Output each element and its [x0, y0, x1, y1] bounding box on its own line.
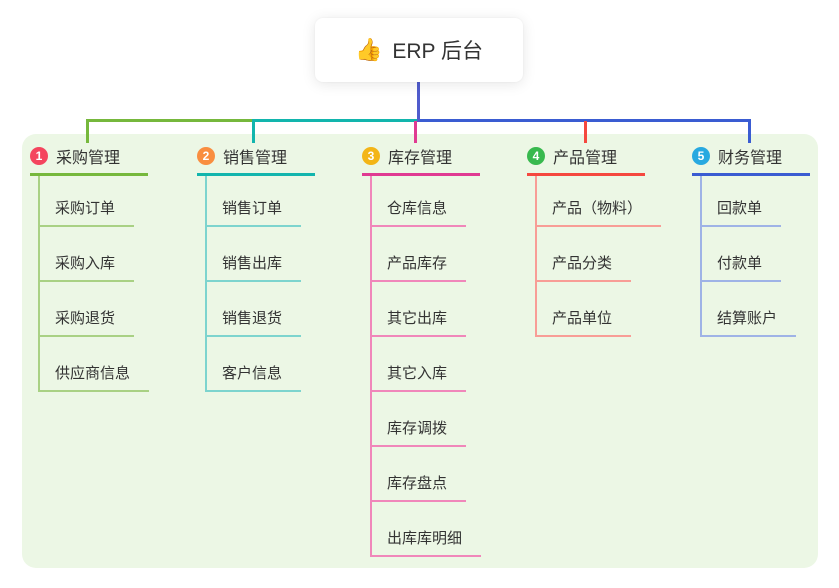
root-node-label: ERP 后台 [392, 40, 484, 63]
branch-children: 产品（物料） 产品分类 产品单位 [527, 176, 662, 337]
child-node: 产品库存 [370, 227, 480, 282]
child-node: 客户信息 [205, 337, 315, 392]
child-label[interactable]: 销售退货 [205, 307, 302, 337]
branch-column-purchase: 1 采购管理 采购订单 采购入库 采购退货 供应商信息 [30, 144, 150, 392]
child-node: 销售订单 [205, 176, 315, 227]
child-node: 产品（物料） [535, 176, 662, 227]
child-label[interactable]: 产品（物料） [535, 197, 662, 227]
child-node: 出库库明细 [370, 502, 482, 557]
branch-children: 回款单 付款单 结算账户 [692, 176, 810, 337]
child-node: 销售出库 [205, 227, 315, 282]
child-node: 库存调拨 [370, 392, 480, 447]
branch-number-badge: 1 [30, 147, 48, 165]
branch-children: 仓库信息 产品库存 其它出库 其它入库 库存调拨 库存盘点 出库库明细 [362, 176, 482, 557]
child-node: 库存盘点 [370, 447, 480, 502]
child-label[interactable]: 结算账户 [700, 307, 797, 337]
connector-branch5-stub [748, 121, 751, 143]
branch-column-inventory: 3 库存管理 仓库信息 产品库存 其它出库 其它入库 库存调拨 库存盘点 出库库… [362, 144, 482, 557]
child-label[interactable]: 采购退货 [38, 307, 135, 337]
branch-header-finance[interactable]: 5 财务管理 [692, 144, 810, 176]
child-label[interactable]: 回款单 [700, 197, 782, 227]
child-node: 采购订单 [38, 176, 148, 227]
connector-branch3-stub [414, 121, 417, 143]
child-label[interactable]: 库存盘点 [370, 472, 467, 502]
branch-number-badge: 3 [362, 147, 380, 165]
root-node[interactable]: 👍 ERP 后台 [315, 18, 523, 82]
child-node: 其它入库 [370, 337, 480, 392]
child-label[interactable]: 其它出库 [370, 307, 467, 337]
mindmap-panel [22, 134, 818, 568]
child-label[interactable]: 采购入库 [38, 252, 135, 282]
child-node: 结算账户 [700, 282, 810, 337]
connector-branch2-horizontal [252, 119, 420, 122]
branch-label: 采购管理 [56, 150, 121, 167]
child-node: 供应商信息 [38, 337, 150, 392]
child-label[interactable]: 其它入库 [370, 362, 467, 392]
child-label[interactable]: 库存调拨 [370, 417, 467, 447]
branch-label: 销售管理 [223, 150, 288, 167]
branch-label: 财务管理 [718, 150, 783, 167]
branch-number-badge: 4 [527, 147, 545, 165]
connector-branch1-stub [86, 121, 89, 143]
connector-branch4-stub [584, 121, 587, 143]
connector-branch2-stub [252, 121, 255, 143]
branch-label: 产品管理 [553, 150, 618, 167]
child-node: 产品分类 [535, 227, 645, 282]
connector-branch5-horizontal [417, 119, 751, 122]
child-label[interactable]: 销售订单 [205, 197, 302, 227]
child-label[interactable]: 付款单 [700, 252, 782, 282]
branch-number-badge: 2 [197, 147, 215, 165]
child-label[interactable]: 出库库明细 [370, 527, 482, 557]
child-label[interactable]: 产品库存 [370, 252, 467, 282]
child-label[interactable]: 仓库信息 [370, 197, 467, 227]
child-node: 回款单 [700, 176, 810, 227]
branch-column-finance: 5 财务管理 回款单 付款单 结算账户 [692, 144, 810, 337]
child-label[interactable]: 客户信息 [205, 362, 302, 392]
child-label[interactable]: 产品单位 [535, 307, 632, 337]
branch-header-product[interactable]: 4 产品管理 [527, 144, 645, 176]
thumbs-up-icon: 👍 [354, 37, 383, 62]
branch-header-sales[interactable]: 2 销售管理 [197, 144, 315, 176]
branch-column-sales: 2 销售管理 销售订单 销售出库 销售退货 客户信息 [197, 144, 315, 392]
branch-header-inventory[interactable]: 3 库存管理 [362, 144, 480, 176]
branch-label: 库存管理 [388, 150, 453, 167]
child-node: 采购退货 [38, 282, 148, 337]
child-label[interactable]: 采购订单 [38, 197, 135, 227]
branch-children: 销售订单 销售出库 销售退货 客户信息 [197, 176, 315, 392]
child-label[interactable]: 产品分类 [535, 252, 632, 282]
branch-header-purchase[interactable]: 1 采购管理 [30, 144, 148, 176]
root-connector [417, 82, 420, 122]
child-node: 付款单 [700, 227, 810, 282]
child-label[interactable]: 销售出库 [205, 252, 302, 282]
child-label[interactable]: 供应商信息 [38, 362, 150, 392]
branch-number-badge: 5 [692, 147, 710, 165]
child-node: 采购入库 [38, 227, 148, 282]
child-node: 产品单位 [535, 282, 645, 337]
branch-children: 采购订单 采购入库 采购退货 供应商信息 [30, 176, 150, 392]
child-node: 销售退货 [205, 282, 315, 337]
branch-column-product: 4 产品管理 产品（物料） 产品分类 产品单位 [527, 144, 662, 337]
child-node: 其它出库 [370, 282, 480, 337]
child-node: 仓库信息 [370, 176, 480, 227]
